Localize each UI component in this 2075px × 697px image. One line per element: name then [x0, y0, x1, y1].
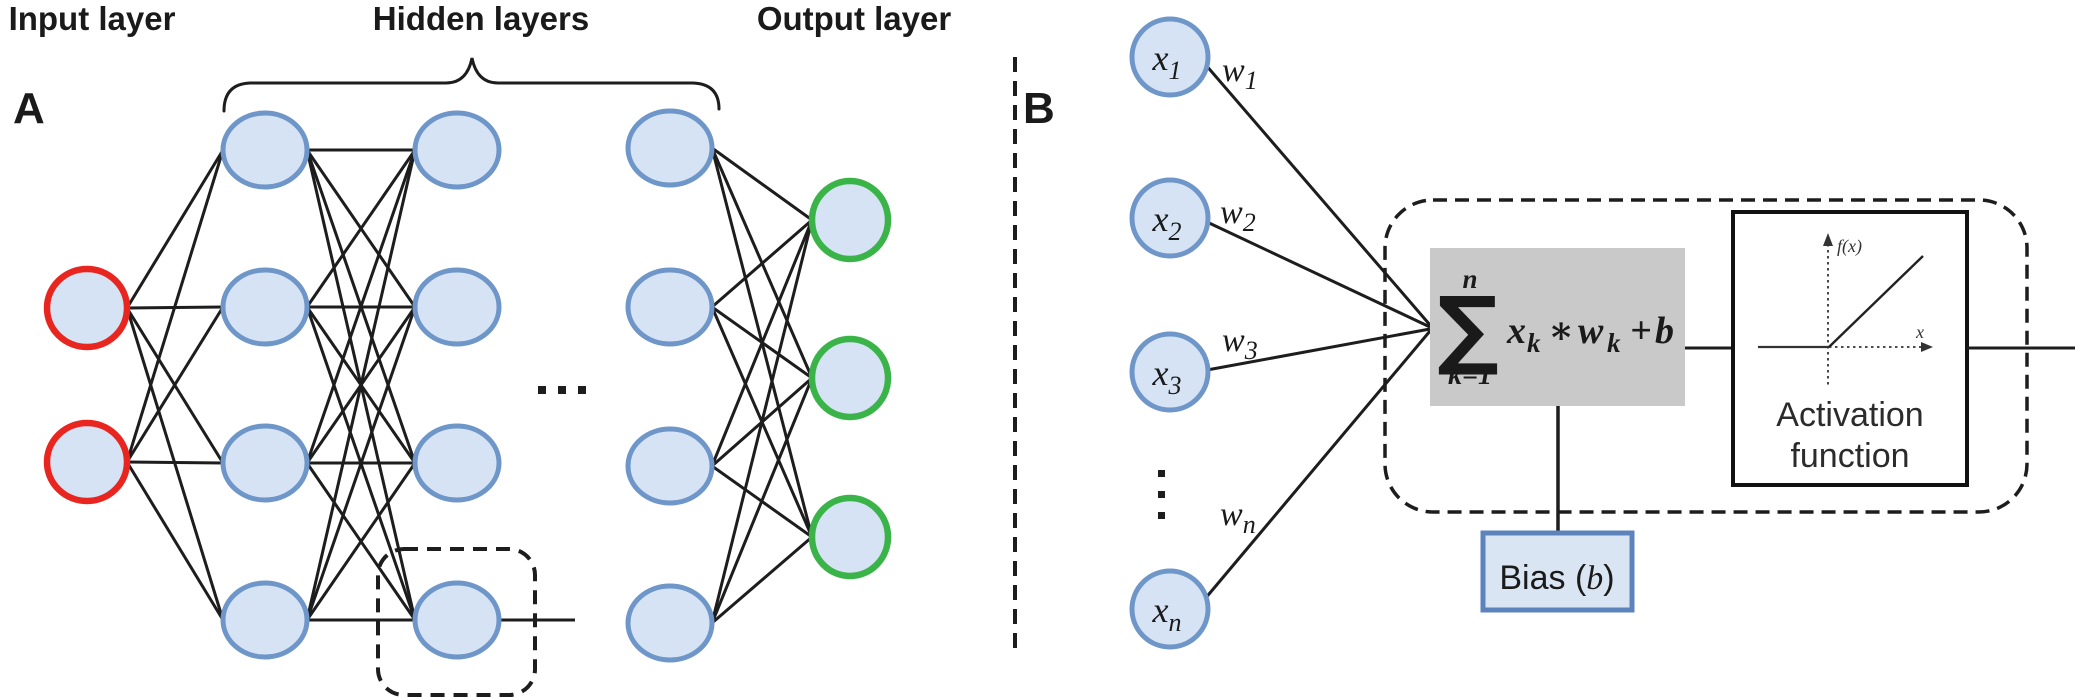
- hidden-layers-ellipsis: [538, 386, 586, 394]
- connection-line: [305, 462, 417, 621]
- sigma-symbol: ∑: [1437, 279, 1499, 379]
- connection-line: [711, 535, 813, 625]
- w3-label: w3: [1222, 322, 1258, 365]
- hidden-node: [625, 267, 715, 347]
- ellipsis-dot: [538, 386, 546, 394]
- hidden3-to-output-connections: [710, 146, 814, 625]
- sum-lower-limit: k=1: [1448, 360, 1492, 391]
- input-circle-x3: [1129, 331, 1211, 413]
- hidden-node: [625, 108, 715, 188]
- neuron-input-circles: [1129, 16, 1211, 650]
- output-node: [808, 177, 892, 263]
- ellipsis-dot: [1158, 491, 1165, 498]
- activation-label-line2: function: [1790, 437, 1909, 475]
- panel-a-letter: A: [13, 84, 45, 133]
- input-layer-nodes: [43, 265, 131, 505]
- ellipsis-dot: [1158, 470, 1165, 477]
- hidden-layers-label: Hidden layers: [373, 0, 589, 37]
- x2-label: x2: [1152, 199, 1182, 246]
- connection-line: [125, 461, 225, 621]
- weighted-input-lines: [1202, 63, 1432, 601]
- neuron-body-dashed-boundary: [1383, 198, 2029, 514]
- output-node: [808, 335, 892, 421]
- input-circle-x2: [1129, 177, 1211, 259]
- xn-label: xn: [1152, 590, 1182, 637]
- ellipsis-dot: [578, 386, 586, 394]
- x1-label: x1: [1152, 38, 1182, 85]
- hidden-node: [412, 110, 502, 190]
- hidden-node: [625, 583, 715, 663]
- connection-line: [305, 149, 417, 621]
- y-axis-arrow-icon: [1823, 233, 1833, 246]
- hidden-node: [220, 110, 310, 190]
- connection-line: [711, 218, 813, 309]
- input-to-hidden1-connections: [125, 149, 225, 621]
- connection-line: [1203, 63, 1432, 326]
- connection-line: [1206, 327, 1431, 372]
- hidden-node: [220, 580, 310, 660]
- connection-line: [125, 306, 225, 463]
- activation-label-line1: Activation: [1776, 396, 1923, 434]
- hidden-node: [220, 267, 310, 347]
- x3-label: x3: [1152, 353, 1182, 400]
- w2-label: w2: [1220, 194, 1256, 237]
- x-axis-arrow-icon: [1921, 342, 1933, 352]
- hidden-layer-nodes: [220, 108, 715, 663]
- connection-line: [305, 149, 417, 464]
- activation-function-box: f(x) x Activation function: [1731, 210, 1969, 487]
- hidden-node: [412, 580, 502, 660]
- connection-line: [1202, 330, 1432, 601]
- connection-line: [710, 377, 814, 624]
- connection-line: [1206, 220, 1431, 329]
- hidden-layers-brace: [222, 57, 721, 113]
- connection-line: [305, 149, 417, 308]
- output-layer-nodes: [808, 177, 892, 580]
- connection-line: [125, 149, 225, 463]
- output-node: [808, 494, 892, 580]
- input-node: [43, 265, 131, 351]
- panel-b: B x1 x2 x3 xn w1 w2 w3 wn: [1023, 16, 2075, 650]
- activation-mini-plot: f(x) x: [1758, 233, 1933, 385]
- panel-b-letter: B: [1023, 84, 1055, 133]
- hidden-node: [412, 267, 502, 347]
- connection-line: [710, 219, 814, 624]
- output-layer-label: Output layer: [757, 0, 952, 37]
- w1-label: w1: [1222, 52, 1258, 95]
- connection-line: [305, 306, 417, 621]
- plot-x-axis-label: x: [1915, 322, 1924, 342]
- input-node: [43, 419, 131, 505]
- ellipsis-dot: [558, 386, 566, 394]
- hidden-node: [412, 423, 502, 503]
- summation-box-rect: [1430, 248, 1685, 406]
- connection-line: [711, 146, 813, 222]
- panel-a: Input layer Hidden layers Output layer A: [9, 0, 952, 697]
- wn-label: wn: [1220, 496, 1256, 539]
- connection-line: [710, 219, 814, 467]
- inputs-vertical-ellipsis: [1158, 470, 1165, 519]
- relu-curve: [1828, 255, 1924, 348]
- input-circle-xn: [1129, 568, 1211, 650]
- bias-box: Bias (b): [1480, 530, 1635, 613]
- input-circle-x1: [1129, 16, 1211, 98]
- plot-y-axis-label: f(x): [1837, 236, 1862, 257]
- bias-label: Bias (b): [1499, 559, 1614, 597]
- bias-box-rect: [1480, 530, 1635, 613]
- input-layer-label: Input layer: [9, 0, 176, 37]
- connection-line: [126, 460, 224, 465]
- sum-upper-limit: n: [1462, 264, 1477, 294]
- hidden1-to-hidden2-connections: [305, 148, 417, 622]
- highlighted-neuron-dashed-box: [376, 547, 537, 697]
- ellipsis-dot: [1158, 512, 1165, 519]
- connection-line: [125, 149, 225, 309]
- hidden-node: [220, 423, 310, 503]
- hidden-node: [625, 426, 715, 506]
